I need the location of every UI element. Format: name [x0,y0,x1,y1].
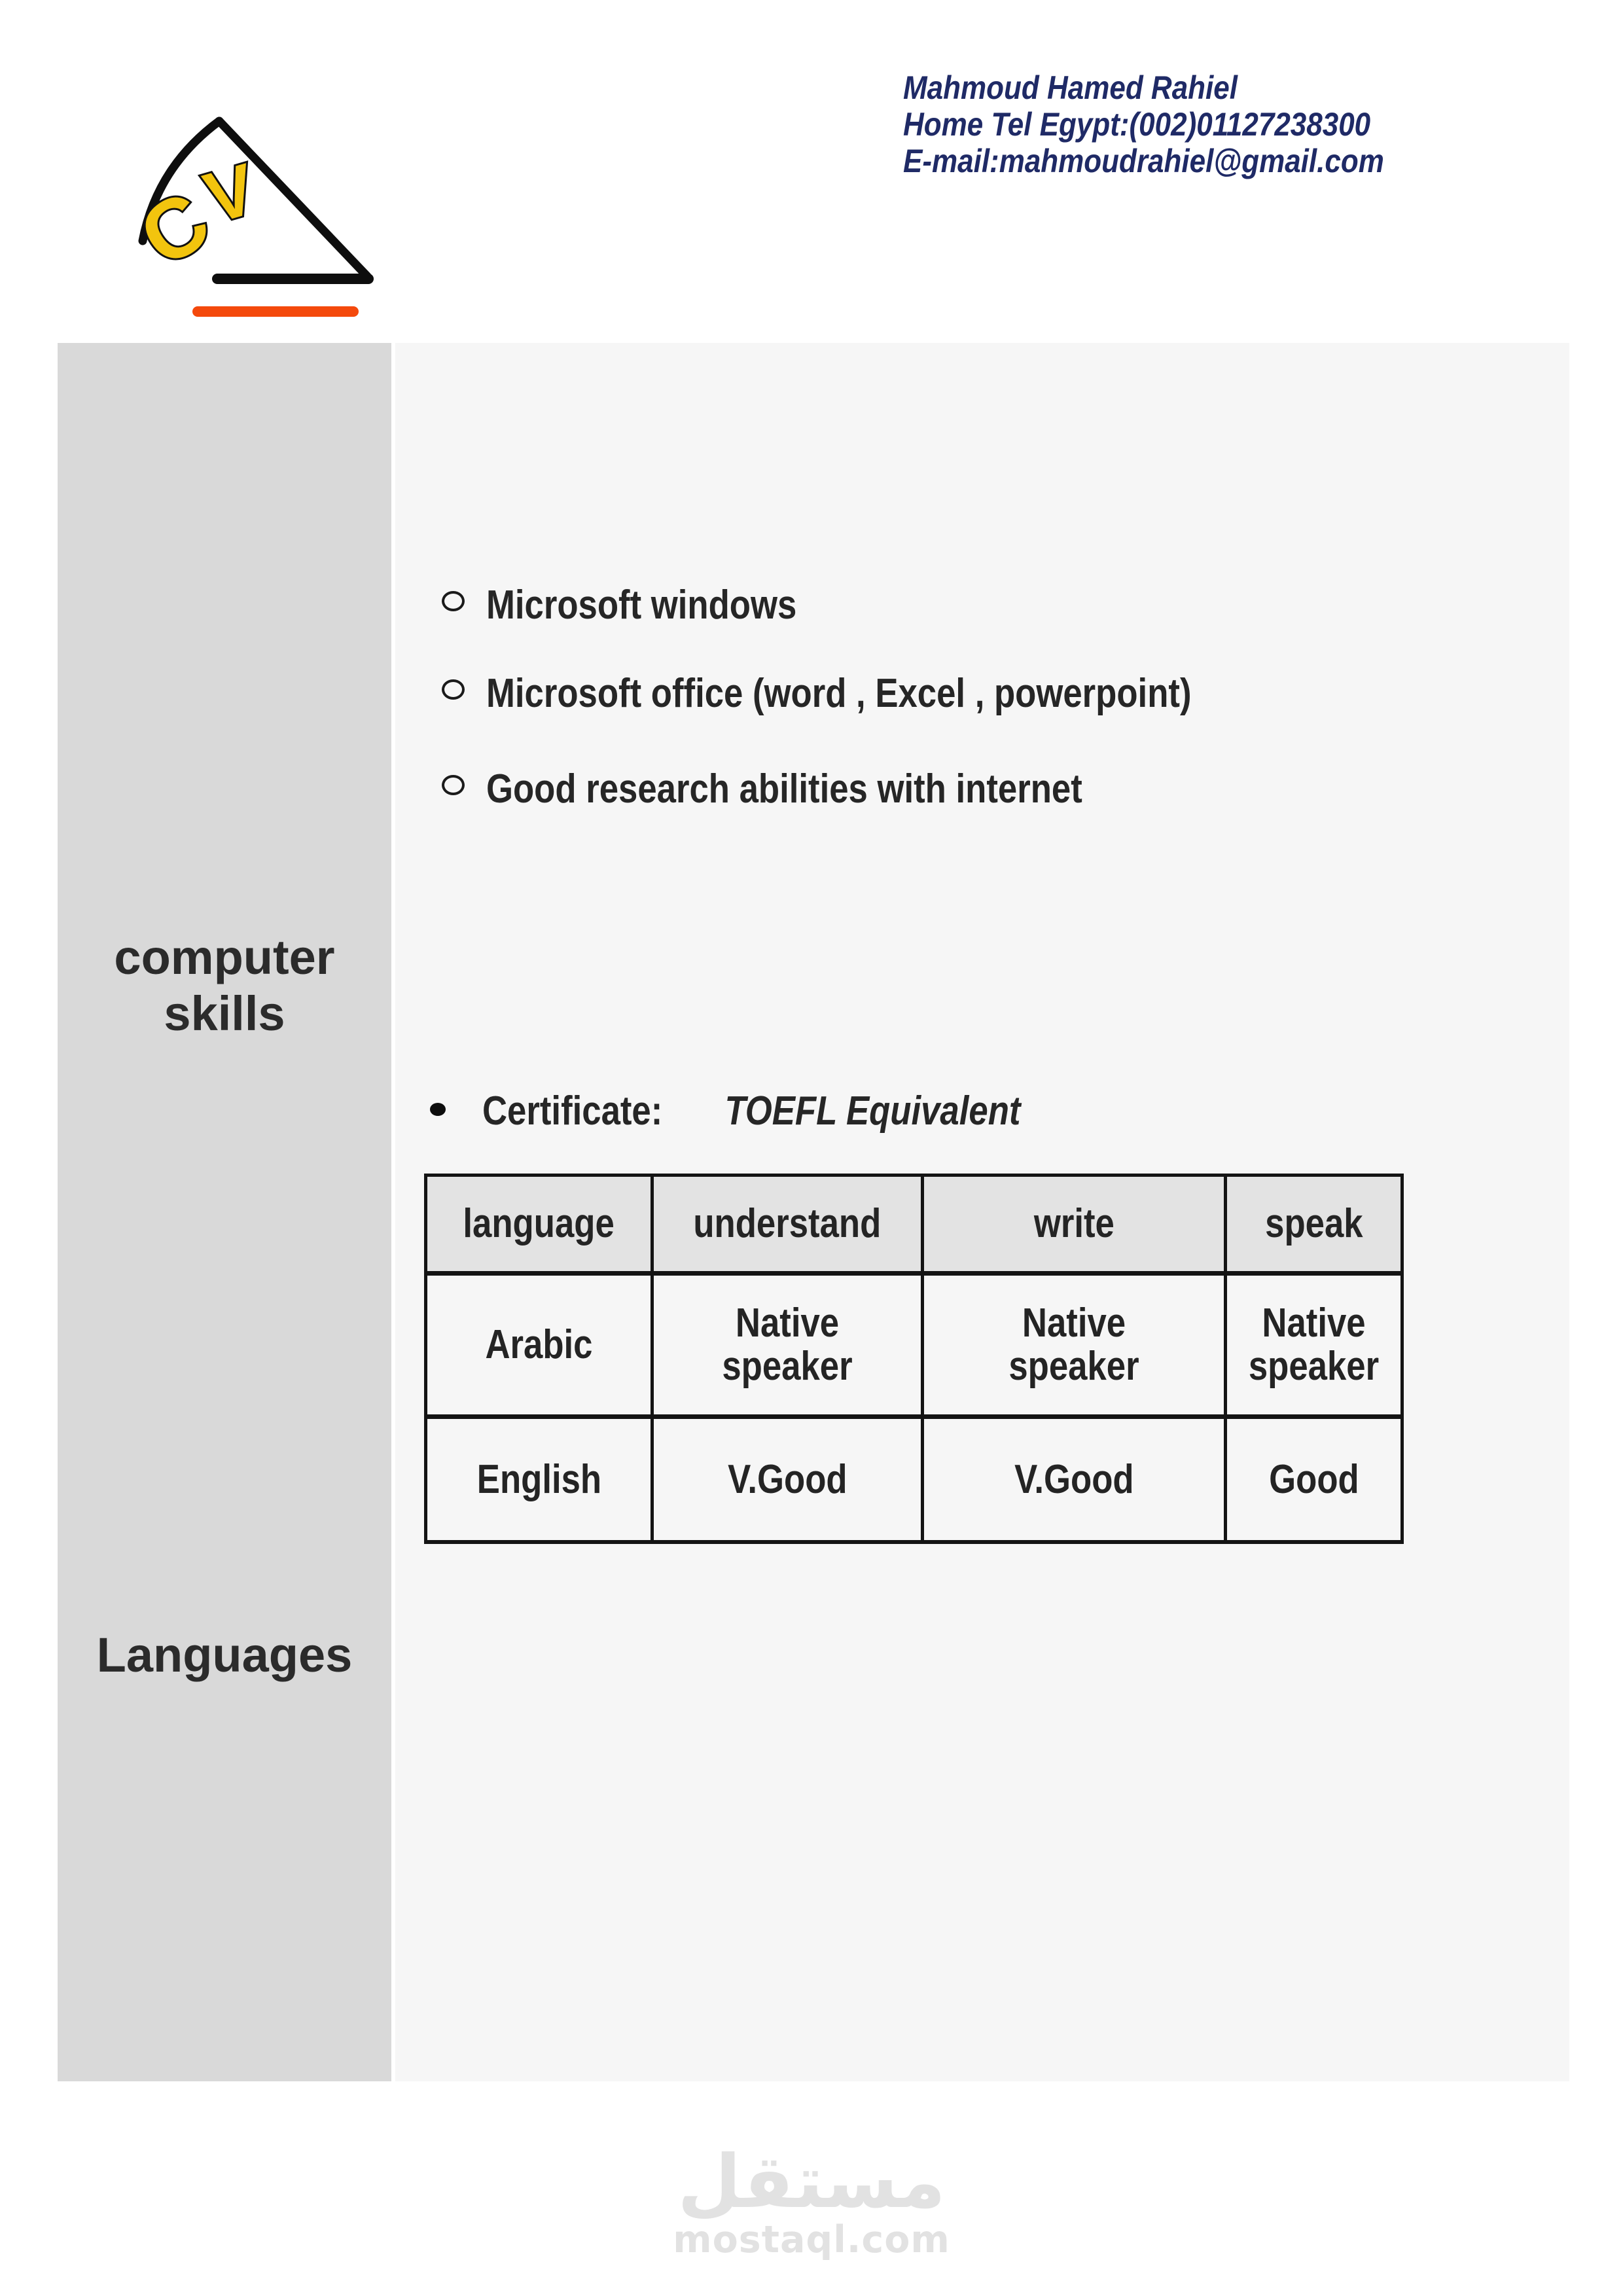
table-cell-arabic-write: Native speaker [924,1276,1227,1419]
table-cell-text: Native speaker [722,1300,853,1389]
sidebar-label-languages: Languages [96,1628,353,1682]
certificate-text: Certificate: TOEFL Equivalent [482,1087,1020,1136]
table-cell-english-understand: V.Good [654,1419,924,1540]
header-cell-text: understand [693,1201,882,1246]
table-cell-arabic-understand: Native speaker [654,1276,924,1419]
contact-name: Mahmoud Hamed Rahiel [903,69,1238,106]
skill-bullet-item: Microsoft office (word , Excel , powerpo… [442,670,1316,718]
circle-bullet-icon [442,591,465,611]
table-cell-arabic: Arabic [427,1276,654,1419]
skill-bullet-text: Good research abilities with internet [486,766,1082,812]
circle-bullet-icon [442,679,465,700]
contact-email: E-mail:mahmoudrahiel@gmail.com [903,143,1384,179]
table-cell-text: Good [1268,1456,1359,1502]
table-cell-english: English [427,1419,654,1540]
watermark: مستقل mostaql.com [0,2145,1623,2259]
skill-bullet-item: Good research abilities with internet [442,765,1187,814]
computer-skills-line1: computer [114,930,335,984]
languages-table: language understand write speak Arabic N… [424,1174,1404,1544]
certificate-line: Certificate: TOEFL Equivalent [430,1087,1116,1136]
filled-bullet-icon [430,1103,446,1116]
mostaql-arabic-logo: مستقل [677,2140,946,2225]
table-cell-english-speak: Good [1227,1419,1400,1540]
table-header-language: language [427,1177,654,1276]
header-cell-text: write [1033,1201,1115,1246]
logo-hypotenuse [215,117,372,281]
table-cell-english-write: V.Good [924,1419,1227,1540]
computer-skills-line2: skills [164,986,285,1041]
header-cell-text: language [463,1201,615,1246]
skill-bullet-text: Microsoft office (word , Excel , powerpo… [486,671,1192,716]
sidebar: computer skills Languages [58,343,391,2081]
table-header-understand: understand [654,1177,924,1276]
table-cell-text: Arabic [485,1322,593,1367]
header-cell-text: speak [1264,1201,1363,1246]
table-cell-text: English [476,1456,601,1502]
table-cell-text: V.Good [1014,1456,1134,1502]
sidebar-label-computer-skills: computer skills [58,929,391,1042]
skill-bullet-text: Microsoft windows [486,583,797,628]
table-cell-text: Native speaker [1008,1300,1139,1389]
circle-bullet-icon [442,775,465,795]
table-cell-arabic-speak: Native speaker [1227,1276,1400,1419]
certificate-label: Certificate: [482,1088,663,1134]
table-header-speak: speak [1227,1177,1400,1276]
table-header-write: write [924,1177,1227,1276]
mostaql-domain-text: mostaql.com [673,2218,950,2261]
table-cell-text: Native speaker [1248,1300,1380,1389]
contact-phone: Home Tel Egypt:(002)01127238300 [903,106,1371,143]
cv-logo: C V [122,117,374,317]
table-cell-text: V.Good [727,1456,847,1502]
certificate-value: TOEFL Equivalent [724,1088,1021,1134]
skill-bullet-item: Microsoft windows [442,581,851,630]
contact-block: Mahmoud Hamed Rahiel Home Tel Egypt:(002… [903,69,1450,179]
logo-arc [138,117,224,245]
